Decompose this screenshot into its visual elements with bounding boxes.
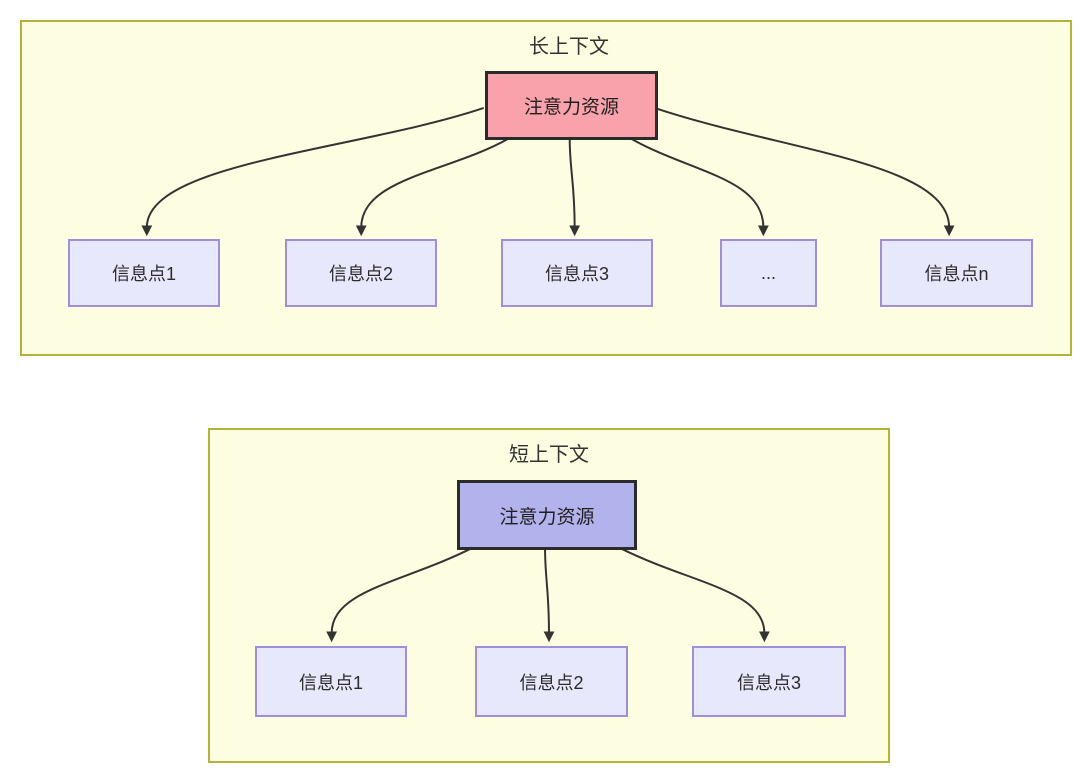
info-point-node-ellipsis: ... bbox=[720, 239, 817, 307]
flow-arrow bbox=[568, 138, 581, 237]
flow-arrow bbox=[543, 548, 555, 643]
long-context-group: 长上下文 注意力资源 信息点1 信息点2 信息点3 ... bbox=[20, 20, 1072, 356]
info-point-node: 信息点1 bbox=[68, 239, 220, 307]
attention-node-long: 注意力资源 bbox=[485, 71, 658, 140]
flow-arrow bbox=[326, 547, 472, 643]
info-point-label: ... bbox=[760, 262, 776, 283]
info-point-label: 信息点3 bbox=[736, 672, 801, 693]
info-point-node: 信息点3 bbox=[501, 239, 653, 307]
info-point-label: 信息点2 bbox=[519, 672, 584, 693]
flow-arrow bbox=[620, 547, 770, 643]
attention-node-label: 注意力资源 bbox=[499, 506, 595, 528]
info-point-node: 信息点n bbox=[880, 239, 1033, 307]
info-point-label: 信息点1 bbox=[111, 264, 176, 284]
attention-node-label: 注意力资源 bbox=[523, 97, 619, 118]
short-context-title: 短上下文 bbox=[509, 444, 589, 466]
flow-arrow bbox=[630, 137, 769, 237]
info-point-label: 信息点1 bbox=[298, 672, 363, 693]
info-point-node: 信息点2 bbox=[285, 239, 437, 307]
flow-arrow bbox=[141, 107, 485, 237]
info-point-node: 信息点1 bbox=[255, 646, 407, 717]
info-point-label: 信息点3 bbox=[544, 264, 609, 284]
info-point-node: 信息点3 bbox=[692, 646, 846, 717]
short-context-group: 短上下文 注意力资源 信息点1 信息点2 信息点3 bbox=[208, 428, 890, 763]
long-context-title: 长上下文 bbox=[529, 36, 609, 58]
flow-arrow bbox=[355, 137, 509, 237]
info-point-label: 信息点2 bbox=[328, 264, 393, 284]
flow-arrow bbox=[654, 107, 955, 237]
attention-node-short: 注意力资源 bbox=[457, 480, 637, 550]
info-point-label: 信息点n bbox=[924, 264, 989, 284]
info-point-node: 信息点2 bbox=[475, 646, 628, 717]
